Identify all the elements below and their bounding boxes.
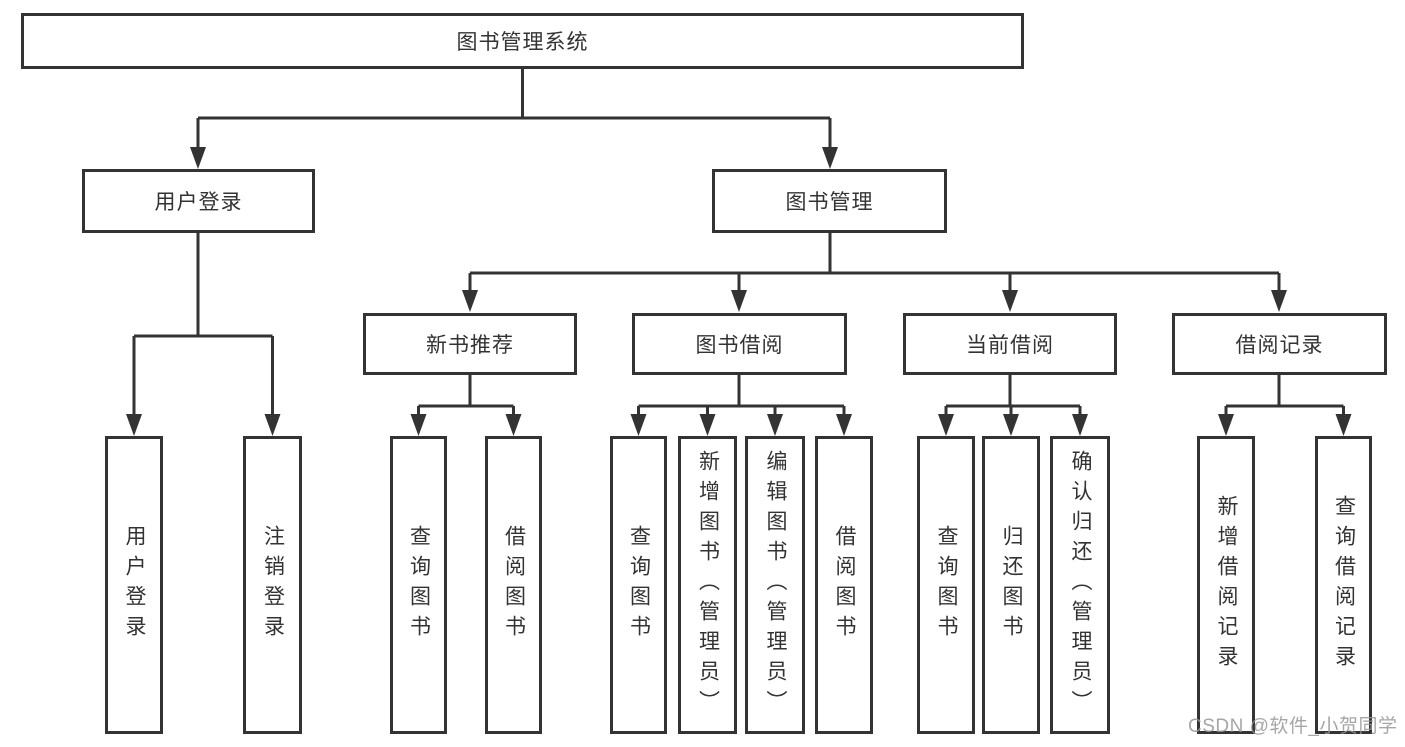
leaf-logout: 注销登录: [243, 436, 302, 734]
node-current-borrowing: 当前借阅: [903, 313, 1117, 375]
leaf-bb-query-books: 查询图书: [610, 436, 667, 734]
leaf-cb-return-books: 归还图书: [982, 436, 1040, 734]
leaf-bb-edit-books-admin-label: 编辑图书（管理员）: [764, 450, 787, 720]
node-book-management: 图书管理: [712, 169, 947, 233]
node-current-borrowing-label: 当前借阅: [966, 334, 1054, 357]
leaf-rec-query-record-label: 查询借阅记录: [1332, 495, 1356, 675]
leaf-cb-query-books: 查询图书: [917, 436, 975, 734]
leaf-nb-query-books: 查询图书: [390, 436, 447, 734]
leaf-rec-query-record: 查询借阅记录: [1315, 436, 1372, 734]
node-book-management-label: 图书管理: [785, 191, 874, 214]
node-new-book-recommend-label: 新书推荐: [426, 334, 514, 357]
leaf-logout-label: 注销登录: [261, 525, 285, 645]
node-book-borrowing: 图书借阅: [632, 313, 847, 375]
connector-path: [132, 69, 1345, 419]
leaf-bb-add-books-admin-label: 新增图书（管理员）: [696, 450, 720, 720]
leaf-bb-query-books-label: 查询图书: [627, 525, 651, 645]
leaf-cb-confirm-return-admin: 确认归还（管理员）: [1050, 436, 1110, 734]
leaf-nb-borrow-books: 借阅图书: [485, 436, 542, 734]
leaf-nb-borrow-books-label: 借阅图书: [502, 525, 526, 645]
node-book-borrowing-label: 图书借阅: [695, 334, 784, 357]
leaf-bb-borrow-books-label: 借阅图书: [833, 525, 856, 645]
node-root: 图书管理系统: [21, 13, 1024, 69]
leaf-cb-query-books-label: 查询图书: [935, 525, 958, 645]
csdn-watermark: CSDN @软件_小贺同学: [1188, 716, 1398, 737]
leaf-bb-borrow-books: 借阅图书: [815, 436, 873, 734]
leaf-bb-edit-books-admin: 编辑图书（管理员）: [745, 436, 805, 734]
node-root-label: 图书管理系统: [456, 31, 589, 54]
node-borrowing-records-label: 借阅记录: [1235, 334, 1324, 357]
leaf-cb-confirm-return-admin-label: 确认归还（管理员）: [1069, 450, 1092, 720]
leaf-bb-add-books-admin: 新增图书（管理员）: [678, 436, 737, 734]
leaf-cb-return-books-label: 归还图书: [1000, 525, 1023, 645]
leaf-user-login-label: 用户登录: [123, 525, 146, 645]
node-borrowing-records: 借阅记录: [1172, 313, 1387, 375]
leaf-rec-add-record-label: 新增借阅记录: [1215, 495, 1238, 675]
arrowhead-icons: [126, 147, 1352, 436]
leaf-rec-add-record: 新增借阅记录: [1197, 436, 1255, 734]
leaf-nb-query-books-label: 查询图书: [407, 525, 431, 645]
node-user-login: 用户登录: [82, 169, 315, 233]
node-user-login-label: 用户登录: [154, 191, 243, 214]
node-new-book-recommend: 新书推荐: [363, 313, 577, 375]
leaf-user-login: 用户登录: [105, 436, 163, 734]
